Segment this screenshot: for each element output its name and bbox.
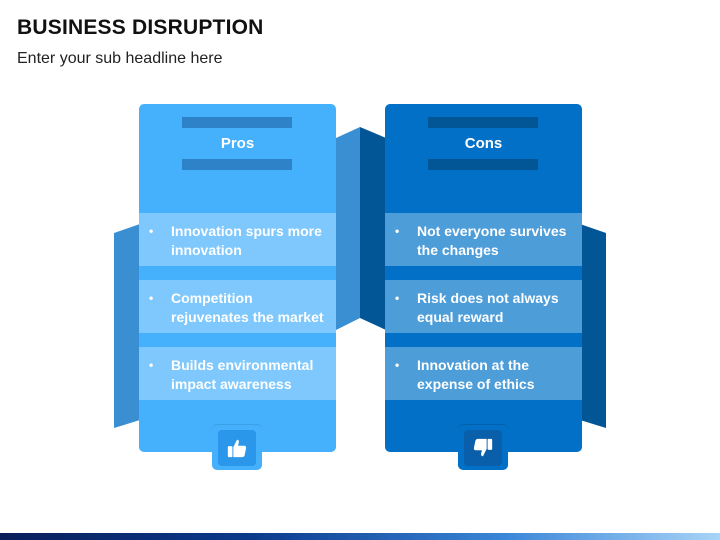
pros-item-text: Competition rejuvenates the market xyxy=(171,290,324,325)
pros-card: Pros • Innovation spurs more innovation … xyxy=(139,104,336,470)
pros-item: • Competition rejuvenates the market xyxy=(139,280,336,333)
pros-item-text: Builds environmental impact awareness xyxy=(171,357,314,392)
cons-item-text: Risk does not always equal reward xyxy=(417,290,559,325)
pros-item: • Builds environmental impact awareness xyxy=(139,347,336,400)
cons-card: Cons • Not everyone survives the changes… xyxy=(385,104,582,470)
bullet: • xyxy=(149,224,154,238)
cons-top-bar xyxy=(428,117,538,128)
left-side-panel xyxy=(114,224,140,428)
bullet: • xyxy=(395,224,400,238)
pros-item: • Innovation spurs more innovation xyxy=(139,213,336,266)
footer-strip xyxy=(0,533,720,540)
bullet: • xyxy=(395,358,400,372)
cons-item: • Risk does not always equal reward xyxy=(385,280,582,333)
page-subtitle: Enter your sub headline here xyxy=(17,50,223,67)
cons-item: • Not everyone survives the changes xyxy=(385,213,582,266)
middle-left-panel xyxy=(336,127,360,330)
cons-item: • Innovation at the expense of ethics xyxy=(385,347,582,400)
cons-bottom-bar xyxy=(428,159,538,170)
page-title: BUSINESS DISRUPTION xyxy=(17,16,264,39)
bullet: • xyxy=(395,291,400,305)
pros-badge xyxy=(212,425,262,470)
pros-item-text: Innovation spurs more innovation xyxy=(171,223,322,258)
pros-top-bar xyxy=(182,117,292,128)
thumbs-down-icon xyxy=(473,438,493,456)
cons-title: Cons xyxy=(464,135,503,152)
bullet: • xyxy=(149,291,154,305)
cons-badge xyxy=(458,425,508,470)
bullet: • xyxy=(149,358,154,372)
pros-bottom-bar xyxy=(182,159,292,170)
cons-item-text: Not everyone survives the changes xyxy=(417,223,567,258)
thumbs-up-icon xyxy=(227,439,247,457)
middle-right-panel xyxy=(360,127,386,330)
cons-item-text: Innovation at the expense of ethics xyxy=(417,357,535,392)
pros-title: Pros xyxy=(220,135,255,152)
right-side-panel xyxy=(580,224,606,428)
